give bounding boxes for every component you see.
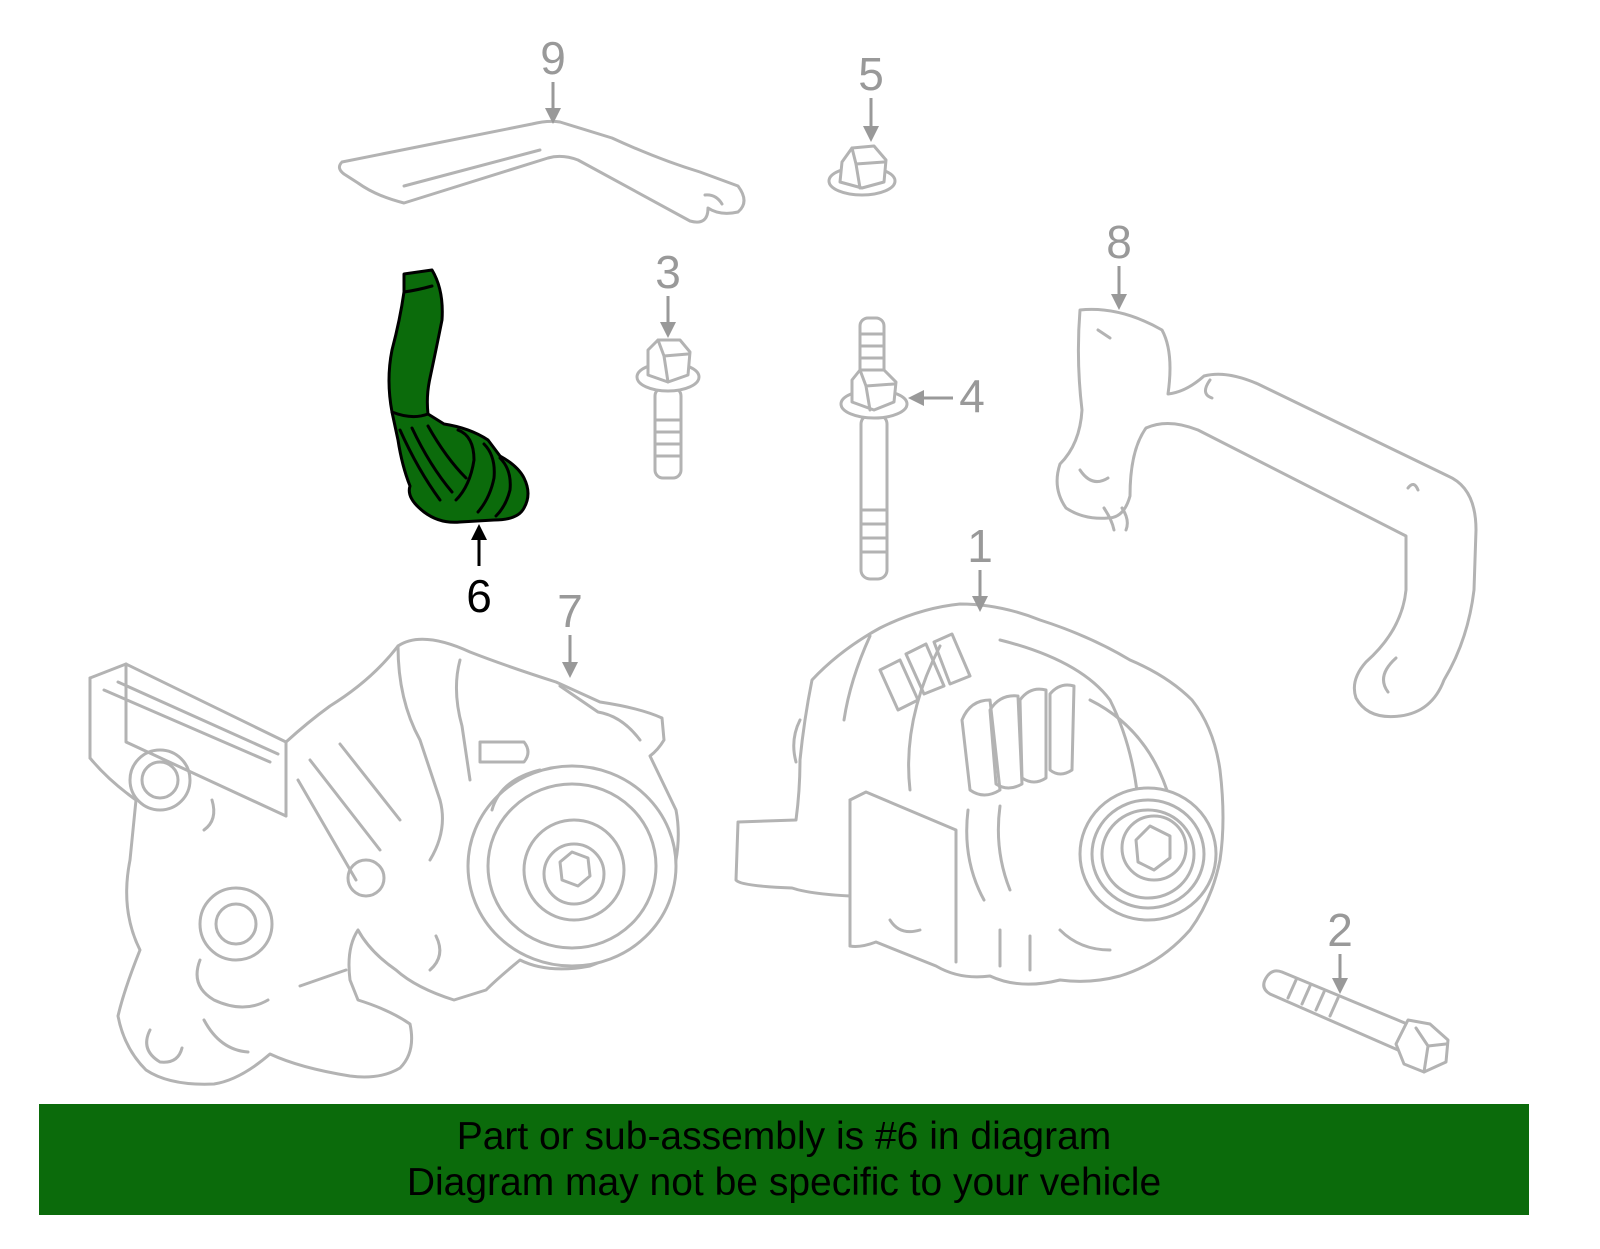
- callout-3: 3: [655, 246, 681, 338]
- callout-8-label: 8: [1106, 216, 1132, 268]
- callout-1: 1: [967, 520, 993, 612]
- part-2-bolt: [1262, 969, 1450, 1074]
- part-1-alternator: [734, 602, 1225, 986]
- callout-6-label: 6: [466, 570, 492, 622]
- part-4-stud: [839, 316, 909, 581]
- callout-6-arrowhead: [471, 524, 487, 540]
- callout-3-arrowhead: [660, 322, 676, 338]
- callout-4: 4: [908, 370, 985, 422]
- callout-2: 2: [1327, 904, 1353, 994]
- callout-7-arrowhead: [562, 662, 578, 678]
- callout-6: 6: [466, 524, 492, 622]
- callout-1-label: 1: [967, 520, 993, 572]
- callout-9: 9: [540, 32, 566, 124]
- banner-line-1: Part or sub-assembly is #6 in diagram: [456, 1115, 1112, 1158]
- part-5-nut: [827, 144, 897, 197]
- callout-9-arrowhead: [545, 108, 561, 124]
- callout-2-arrowhead: [1332, 978, 1348, 994]
- parts-diagram: 9 5 3 4: [88, 32, 1478, 1086]
- callout-7-label: 7: [557, 585, 583, 637]
- callout-4-label: 4: [959, 370, 985, 422]
- part-8-bracket: [1055, 307, 1478, 719]
- callout-1-arrowhead: [972, 596, 988, 612]
- callout-8-arrowhead: [1111, 294, 1127, 310]
- banner-line-2: Diagram may not be specific to your vehi…: [406, 1161, 1162, 1204]
- info-banner: Part or sub-assembly is #6 in diagram Di…: [39, 1104, 1529, 1215]
- part-3-bolt: [635, 338, 701, 480]
- callout-4-arrowhead: [908, 390, 924, 406]
- callout-5-label: 5: [858, 48, 884, 100]
- callout-7: 7: [557, 585, 583, 678]
- callout-8: 8: [1106, 216, 1132, 310]
- part-6-harness-boot: [387, 268, 530, 524]
- callout-9-label: 9: [540, 32, 566, 84]
- callout-5-arrowhead: [863, 126, 879, 142]
- callout-3-label: 3: [655, 246, 681, 298]
- callout-2-label: 2: [1327, 904, 1353, 956]
- callout-5: 5: [858, 48, 884, 142]
- part-7-tensioner-bracket: [88, 637, 680, 1086]
- part-9-bracket: [337, 119, 746, 224]
